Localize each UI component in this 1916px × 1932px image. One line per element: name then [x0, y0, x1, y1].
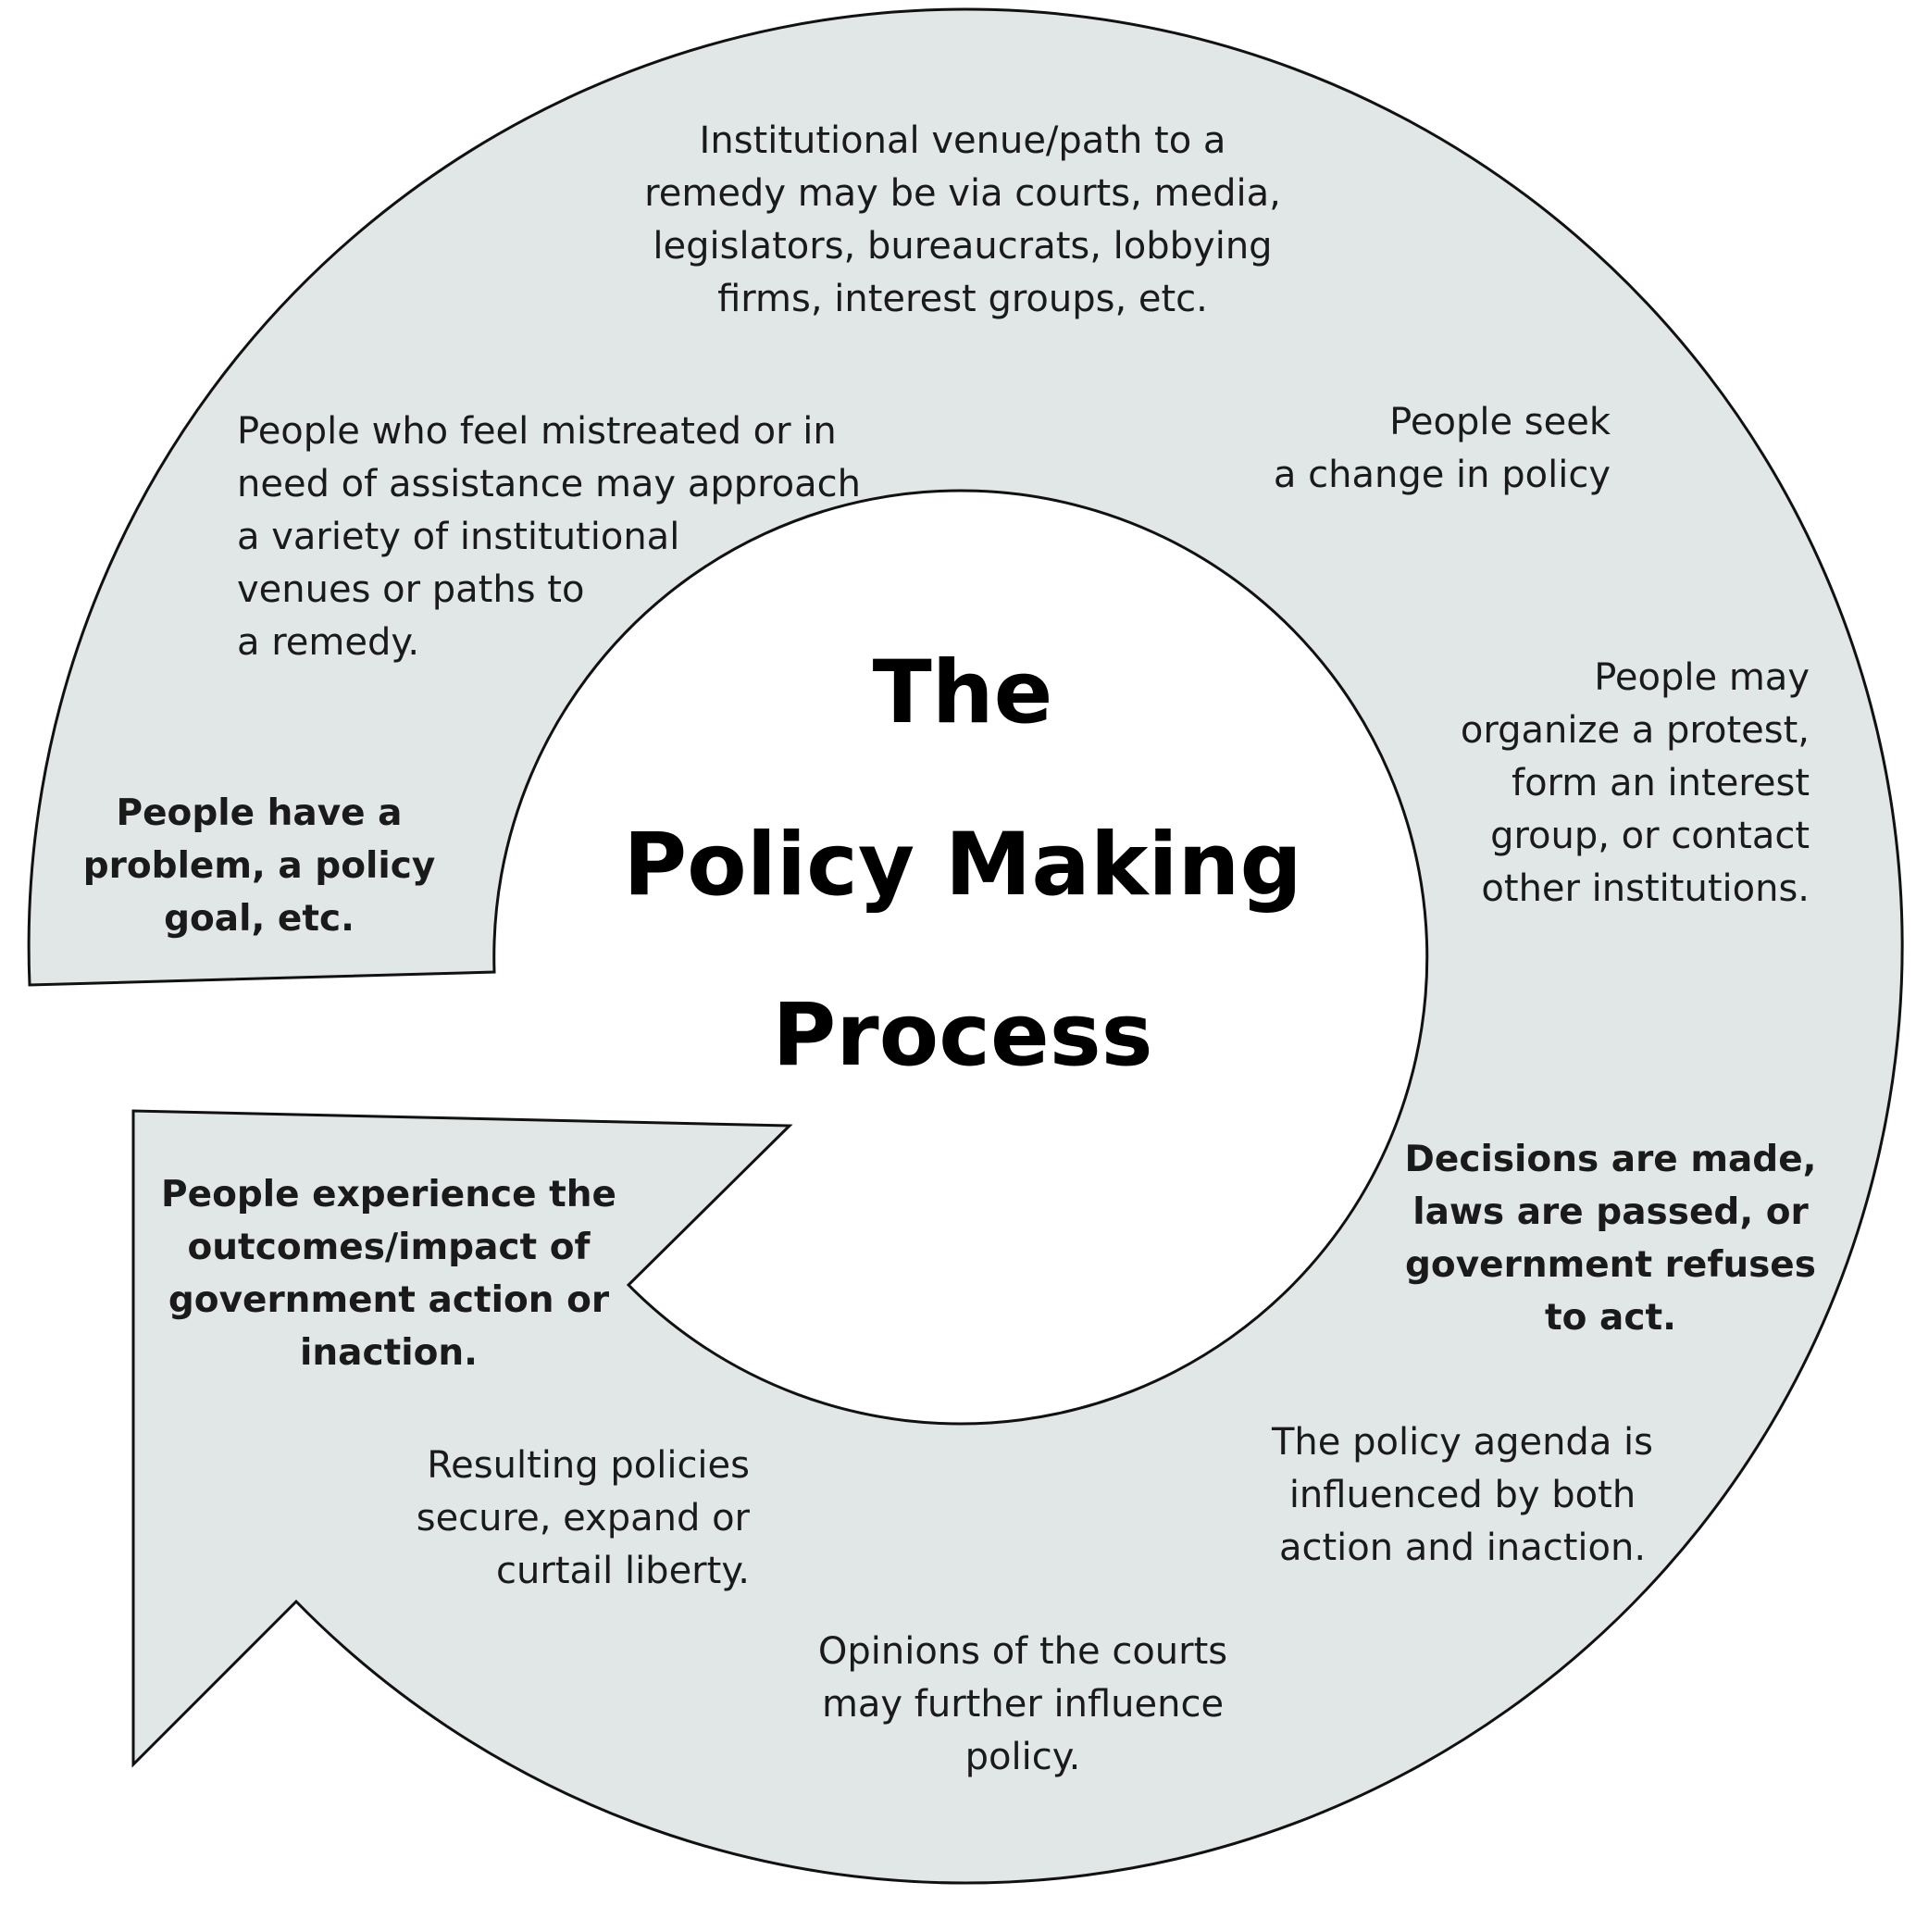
diagram-title-line-3: Process	[772, 985, 1153, 1086]
stage-people-have-problem: People have a problem, a policy goal, et…	[82, 792, 436, 940]
stage-institutional-venues: Institutional venue/path to a remedy may…	[644, 119, 1281, 320]
stage-approach-venues: People who feel mistreated or in need of…	[237, 410, 862, 664]
stage-resulting-policies: Resulting policies secure, expand or cur…	[416, 1444, 750, 1592]
diagram-title-line-2: Policy Making	[623, 815, 1302, 916]
stage-decisions-made: Decisions are made, laws are passed, or …	[1404, 1139, 1817, 1339]
stage-seek-change: People seek a change in policy	[1273, 401, 1611, 496]
stage-court-opinions: Opinions of the courts may further influ…	[817, 1630, 1228, 1778]
diagram-title-line-1: The	[872, 642, 1053, 743]
cycle-ring-arrow	[27, 7, 1904, 1885]
stage-experience-outcomes: People experience the outcomes/impact of…	[161, 1174, 616, 1374]
stage-policy-agenda: The policy agenda is influenced by both …	[1271, 1421, 1653, 1569]
stage-organize-protest: People may organize a protest, form an i…	[1460, 656, 1810, 910]
